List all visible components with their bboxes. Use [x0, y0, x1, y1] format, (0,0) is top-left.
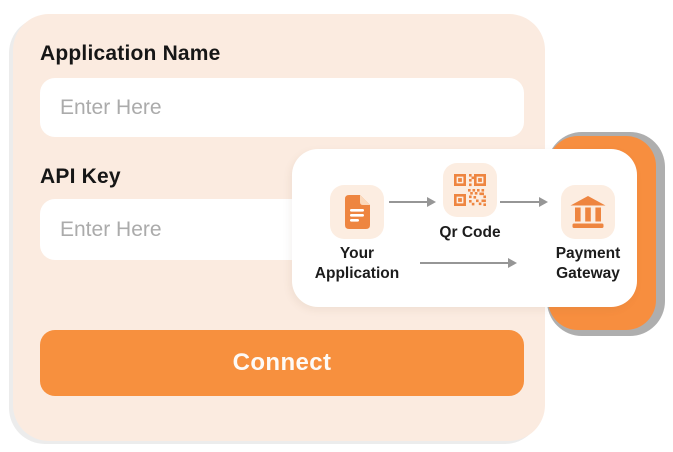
api-key-label: API Key	[40, 165, 121, 188]
bank-icon	[569, 195, 607, 229]
your-application-label: Your Application	[314, 245, 400, 282]
connect-button[interactable]: Connect	[40, 330, 524, 396]
payment-gateway-tile	[561, 185, 615, 239]
document-icon	[342, 194, 372, 230]
arrow-icon	[420, 258, 517, 268]
application-name-label: Application Name	[40, 42, 221, 65]
qr-code-label: Qr Code	[439, 224, 501, 241]
flow-diagram-card: Qr Code Your Application Payment Gateway	[292, 149, 637, 307]
qr-code-icon	[453, 173, 487, 207]
arrow-icon	[389, 197, 436, 207]
payment-gateway-label: Payment Gateway	[555, 245, 621, 282]
your-application-tile	[330, 185, 384, 239]
arrow-icon	[500, 197, 548, 207]
application-name-input[interactable]	[40, 78, 524, 137]
qr-code-tile	[443, 163, 497, 217]
